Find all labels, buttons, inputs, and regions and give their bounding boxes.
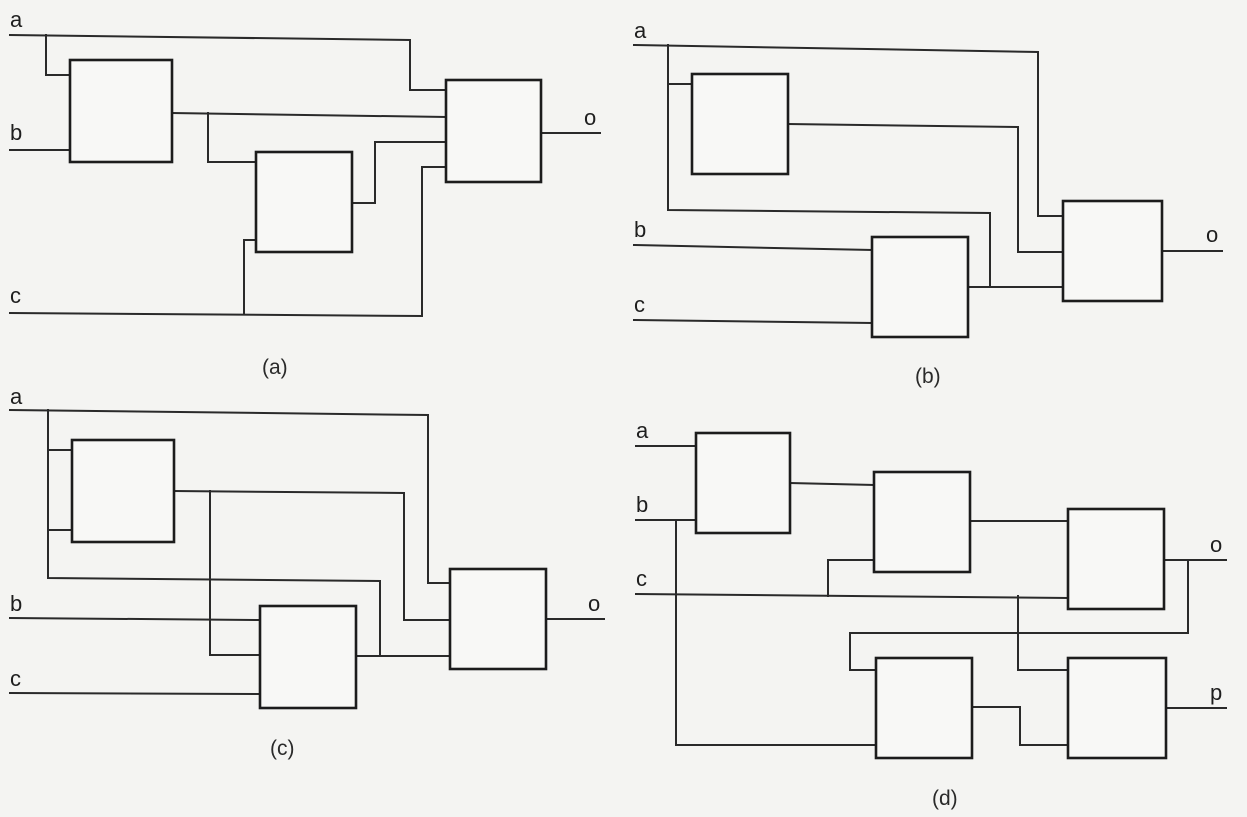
diagram-b-input-a-label: a <box>634 18 647 43</box>
diagram-a-block-2 <box>254 150 354 254</box>
diagram-d-wires <box>634 445 1227 746</box>
diagram-b-block-1 <box>690 72 790 176</box>
diagram-c-caption: (c) <box>270 737 295 760</box>
diagram-a-block-3 <box>444 78 543 184</box>
diagram-d-input-a-label: a <box>636 418 649 443</box>
diagram-a-input-b-label: b <box>10 120 22 145</box>
diagram-c: a b c o (c) <box>8 384 605 760</box>
diagram-b-wires <box>632 43 1223 325</box>
diagram-d-caption: (d) <box>932 787 958 810</box>
diagram-a: a b c o (a) <box>8 7 601 379</box>
diagram-c-input-c-label: c <box>10 666 21 691</box>
diagram-d-output-p-label: p <box>1210 680 1222 705</box>
diagram-d-block-2 <box>872 470 972 574</box>
diagram-d-block-4 <box>874 656 974 760</box>
diagram-b-caption: (b) <box>915 365 941 388</box>
diagram-b-block-3 <box>1061 199 1164 303</box>
diagram-c-input-b-label: b <box>10 591 22 616</box>
diagram-a-wires <box>8 33 601 318</box>
diagram-c-output-o-label: o <box>588 591 600 616</box>
diagram-d-block-1 <box>694 431 792 535</box>
diagram-a-input-c-label: c <box>10 283 21 308</box>
diagram-a-output-o-label: o <box>584 105 596 130</box>
diagram-b: a b c o (b) <box>632 18 1223 388</box>
diagram-c-block-3 <box>448 567 548 671</box>
diagram-c-input-a-label: a <box>10 384 23 409</box>
diagram-c-block-1 <box>70 438 176 544</box>
diagram-b-block-2 <box>870 235 970 339</box>
diagram-c-block-2 <box>258 604 358 710</box>
diagram-d-output-o-label: o <box>1210 532 1222 557</box>
diagram-c-wires <box>8 408 605 696</box>
diagram-b-output-o-label: o <box>1206 222 1218 247</box>
diagram-d-block-5 <box>1066 656 1168 760</box>
diagram-a-input-a-label: a <box>10 7 23 32</box>
diagram-a-caption: (a) <box>262 356 288 379</box>
diagram-d-input-c-label: c <box>636 566 647 591</box>
diagram-a-block-1 <box>68 58 174 164</box>
diagram-b-input-c-label: c <box>634 292 645 317</box>
diagram-d-input-b-label: b <box>636 492 648 517</box>
diagram-d: a b c o p (d) <box>634 418 1227 810</box>
diagram-d-block-3 <box>1066 507 1166 611</box>
diagram-b-input-b-label: b <box>634 217 646 242</box>
